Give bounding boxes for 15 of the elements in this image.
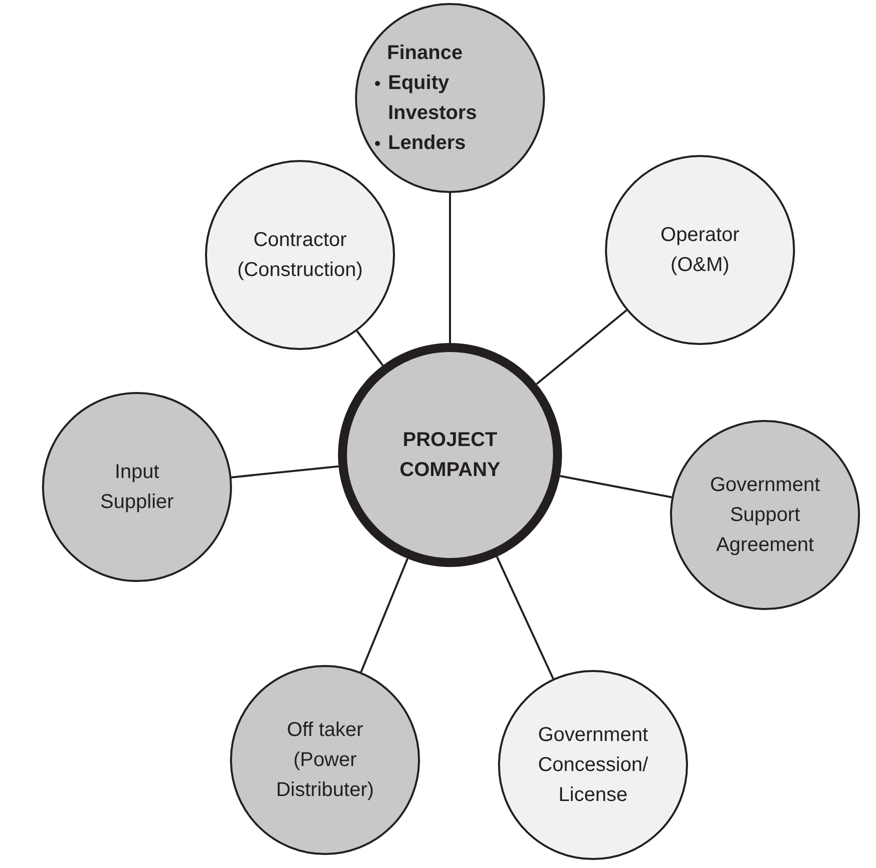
node-label: Lenders	[387, 131, 466, 156]
node-label: Contractor (Construction)	[236, 228, 364, 283]
connector-line	[536, 309, 628, 385]
node-label: Government Concession/ License	[536, 723, 650, 808]
node-label: Equity Investors	[387, 71, 478, 126]
connector-line	[496, 556, 554, 680]
node-label: Government Support Agreement	[708, 473, 822, 558]
connector-line	[356, 330, 384, 366]
node-label: Operator (O&M)	[660, 223, 740, 278]
connector-line	[231, 465, 339, 478]
node-label: Input Supplier	[99, 460, 175, 515]
node-label: PROJECT COMPANY	[398, 428, 502, 483]
node-heading: Finance	[386, 41, 463, 66]
connector-line	[449, 193, 451, 343]
node-label: Off taker (Power Distributer)	[275, 718, 375, 803]
